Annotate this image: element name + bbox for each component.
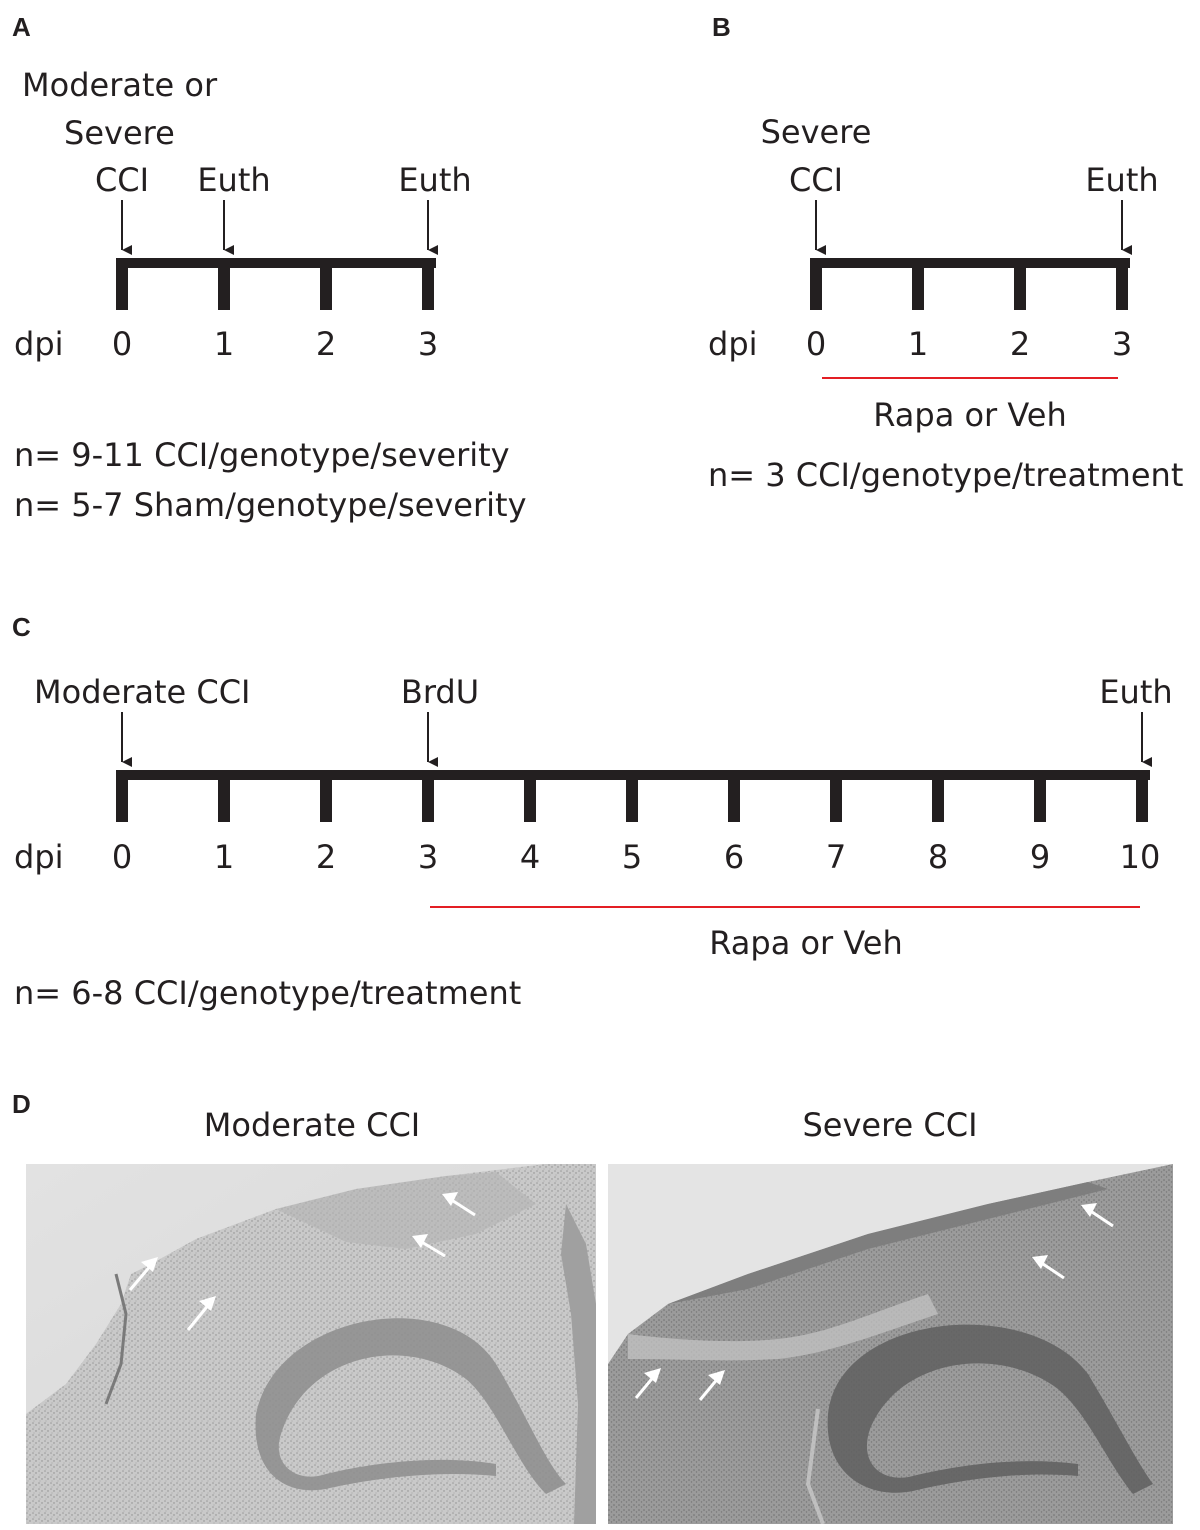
panel-a-tick-label: 0 [112,325,132,363]
panel-c-tick-label: 3 [418,838,438,876]
panel-c-tick [116,770,128,822]
panel-b-tick-label: 2 [1010,325,1030,363]
panel-a-tick-label: 2 [316,325,336,363]
panel-a-euth-label-1: Euth [197,161,270,199]
panel-c-tick-label: 6 [724,838,744,876]
panel-a-injury-label-line1: Moderate or [22,66,218,104]
panel-c-tick-label: 5 [622,838,642,876]
panel-a-tick-label: 1 [214,325,234,363]
panel-b-tick-label: 3 [1112,325,1132,363]
panel-c-tick [626,770,638,822]
panel-b-tick [1116,258,1128,310]
brain-section-micrograph-icon [608,1164,1173,1524]
panel-c-tick [422,770,434,822]
panel-c-tick [1136,770,1148,822]
panel-a-tick [116,258,128,310]
panel-c-treatment-label: Rapa or Veh [709,924,903,962]
panel-a-tick [422,258,434,310]
panel-c-tick [830,770,842,822]
panel-c-injury-label: Moderate CCI [34,673,250,711]
panel-a: A Moderate or Severe CCI Euth Euth dpi 0… [12,12,527,524]
panel-c-euth-label: Euth [1099,673,1172,711]
panel-b-n-line: n= 3 CCI/genotype/treatment [708,456,1183,494]
panel-b-tick-label: 1 [908,325,928,363]
panel-c-tick-label: 10 [1120,838,1161,876]
panel-b: B Severe CCI Euth dpi 0 1 2 3 Rapa or Ve… [708,12,1183,494]
panel-c-axis-label: dpi [14,838,64,876]
panel-a-tick-label: 3 [418,325,438,363]
panel-a-n-line-2: n= 5-7 Sham/genotype/severity [14,486,527,524]
panel-c-brdu-label: BrdU [401,673,479,711]
panel-a-letter: A [12,12,31,42]
panel-c-tick-label: 8 [928,838,948,876]
panel-a-euth-label-2: Euth [398,161,471,199]
panel-b-injury-label-line1: Severe [761,113,872,151]
panel-c-tick [524,770,536,822]
panel-d-left-title: Moderate CCI [204,1106,420,1144]
panel-c-tick-label: 2 [316,838,336,876]
panel-d-letter: D [12,1089,31,1119]
panel-c-letter: C [12,612,31,642]
panel-c-tick [728,770,740,822]
panel-a-tick [218,258,230,310]
panel-b-axis-label: dpi [708,325,758,363]
panel-b-treatment-label: Rapa or Veh [873,396,1067,434]
panel-c-tick [218,770,230,822]
panel-c-n-line: n= 6-8 CCI/genotype/treatment [14,974,521,1012]
panel-b-tick [810,258,822,310]
panel-c-tick [320,770,332,822]
panel-d-right-title: Severe CCI [802,1106,977,1144]
panel-c-tick-label: 9 [1030,838,1050,876]
panel-a-injury-label-line2: Severe [64,114,175,152]
panel-b-tick [1014,258,1026,310]
panel-b-euth-label: Euth [1085,161,1158,199]
panel-c-tick-label: 4 [520,838,540,876]
panel-c-tick [1034,770,1046,822]
panel-c-tick-label: 0 [112,838,132,876]
panel-d: D Moderate CCI Severe CCI [12,1089,1173,1524]
panel-a-injury-label-line3: CCI [95,161,149,199]
panel-c-tick-label: 7 [826,838,846,876]
panel-a-axis-label: dpi [14,325,64,363]
panel-b-injury-label-line2: CCI [789,161,843,199]
panel-a-tick [320,258,332,310]
panel-c: C Moderate CCI BrdU Euth dpi 0 1 2 3 4 5… [12,612,1173,1012]
panel-c-tick-label: 1 [214,838,234,876]
panel-c-tick [932,770,944,822]
panel-b-tick-label: 0 [806,325,826,363]
panel-a-timeline-bar [116,258,436,268]
panel-b-tick [912,258,924,310]
panel-a-n-line-1: n= 9-11 CCI/genotype/severity [14,436,510,474]
panel-b-timeline-bar [810,258,1130,268]
panel-b-letter: B [712,12,731,42]
brain-section-micrograph-icon [26,1164,596,1524]
